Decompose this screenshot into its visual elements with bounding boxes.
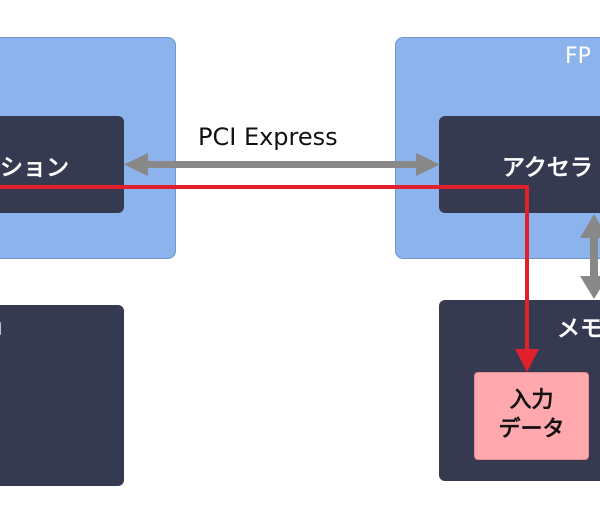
fpga-label: FP (565, 44, 591, 69)
host-memory-box (0, 305, 124, 486)
host-memory-label: 」 (0, 313, 12, 339)
input-data-box: 入力 データ (474, 372, 589, 460)
input-data-label-line2: データ (498, 417, 565, 442)
accel-memory-arrow-head-down (580, 276, 600, 299)
accelerator-box (439, 116, 600, 213)
accel-memory-arrow (580, 214, 600, 299)
accelerator-label: アクセラ (502, 155, 593, 181)
application-box (0, 116, 124, 213)
application-label: ション (0, 155, 69, 181)
accel-memory-arrow-shaft (590, 236, 598, 280)
pci-express-arrow-head-left (124, 153, 148, 176)
fpga-memory-label: メモ (557, 316, 600, 342)
pci-express-arrow (124, 153, 440, 176)
data-path-arrow (0, 185, 539, 372)
pci-express-arrow-shaft (146, 161, 418, 168)
data-path-line (0, 185, 529, 352)
pci-express-label: PCI Express (198, 123, 338, 151)
pci-express-arrow-head-right (416, 153, 440, 176)
accel-memory-arrow-head-up (580, 214, 600, 238)
input-data-label-line1: 入力 (509, 388, 554, 414)
data-path-arrow-head (515, 349, 539, 372)
